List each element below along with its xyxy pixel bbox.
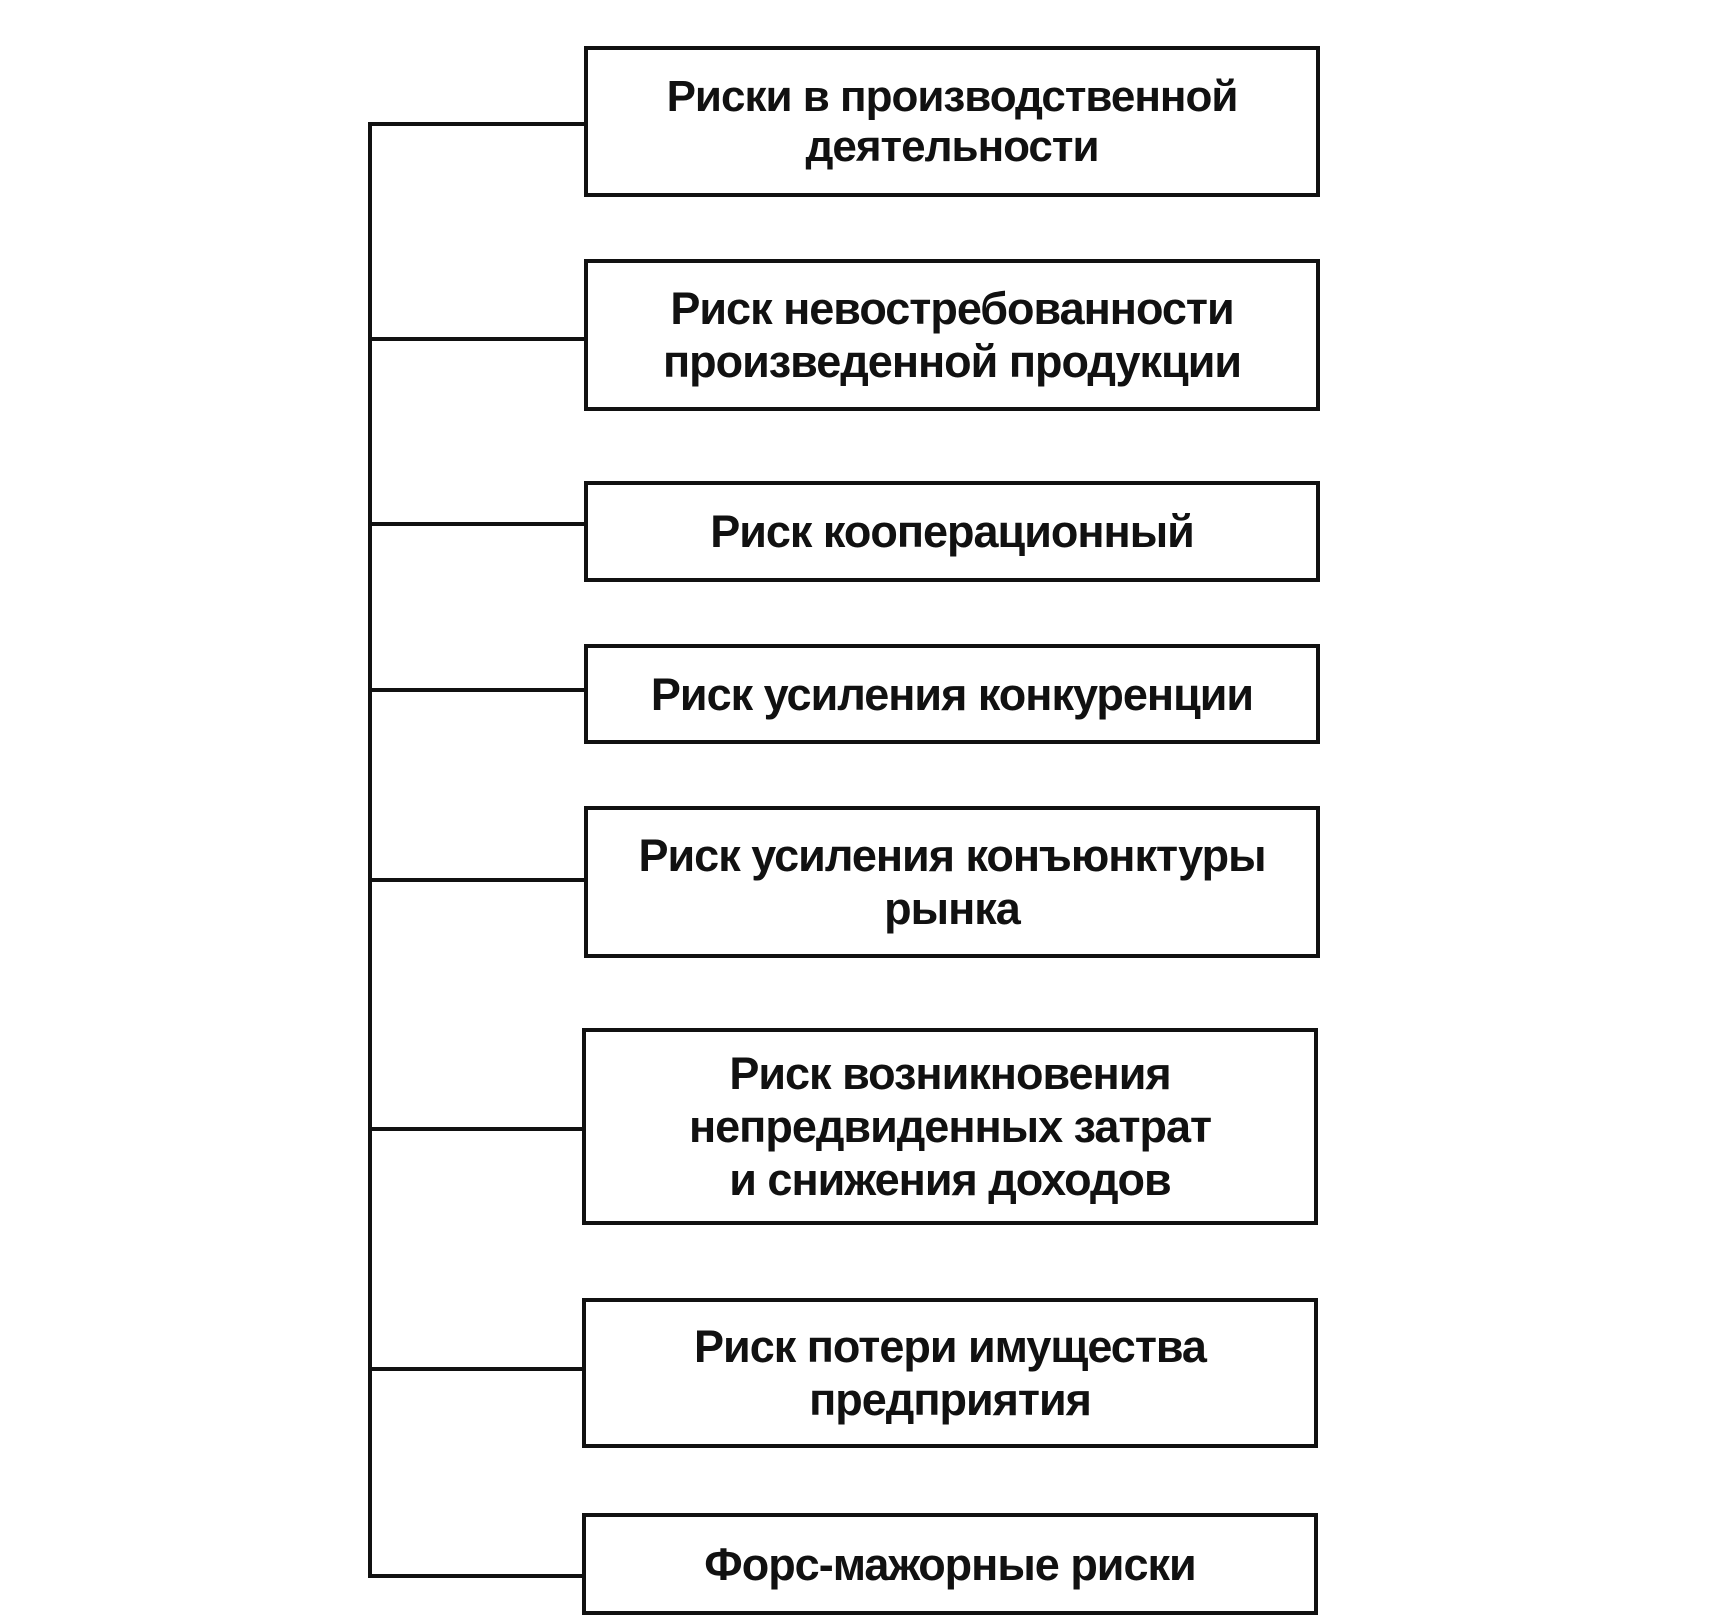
node-unclaimed-products-risk: Риск невостребованности произведенной пр… (584, 259, 1320, 411)
node-label: Риск кооперационный (710, 506, 1195, 557)
node-property-loss-risk: Риск потери имущества предприятия (582, 1298, 1318, 1448)
node-competition-risk: Риск усиления конкуренции (584, 644, 1320, 744)
node-label: Риск усиления конъюнктуры рынка (638, 830, 1267, 934)
node-label: Риск возникновения непредвиденных затрат… (688, 1048, 1212, 1205)
node-cooperation-risk: Риск кооперационный (584, 481, 1320, 582)
root-node-label: Риски в производственной деятельности (666, 71, 1239, 171)
node-label: Риск усиления конкуренции (650, 668, 1254, 720)
node-label: Форс-мажорные риски (704, 1538, 1196, 1590)
node-market-conditions-risk: Риск усиления конъюнктуры рынка (584, 806, 1320, 958)
node-label: Риск потери имущества предприятия (694, 1321, 1207, 1425)
node-force-majeure-risk: Форс-мажорные риски (582, 1513, 1318, 1615)
node-label: Риск невостребованности произведенной пр… (662, 283, 1242, 387)
root-node-production-risks: Риски в производственной деятельности (584, 46, 1320, 197)
node-unforeseen-costs-risk: Риск возникновения непредвиденных затрат… (582, 1028, 1318, 1225)
